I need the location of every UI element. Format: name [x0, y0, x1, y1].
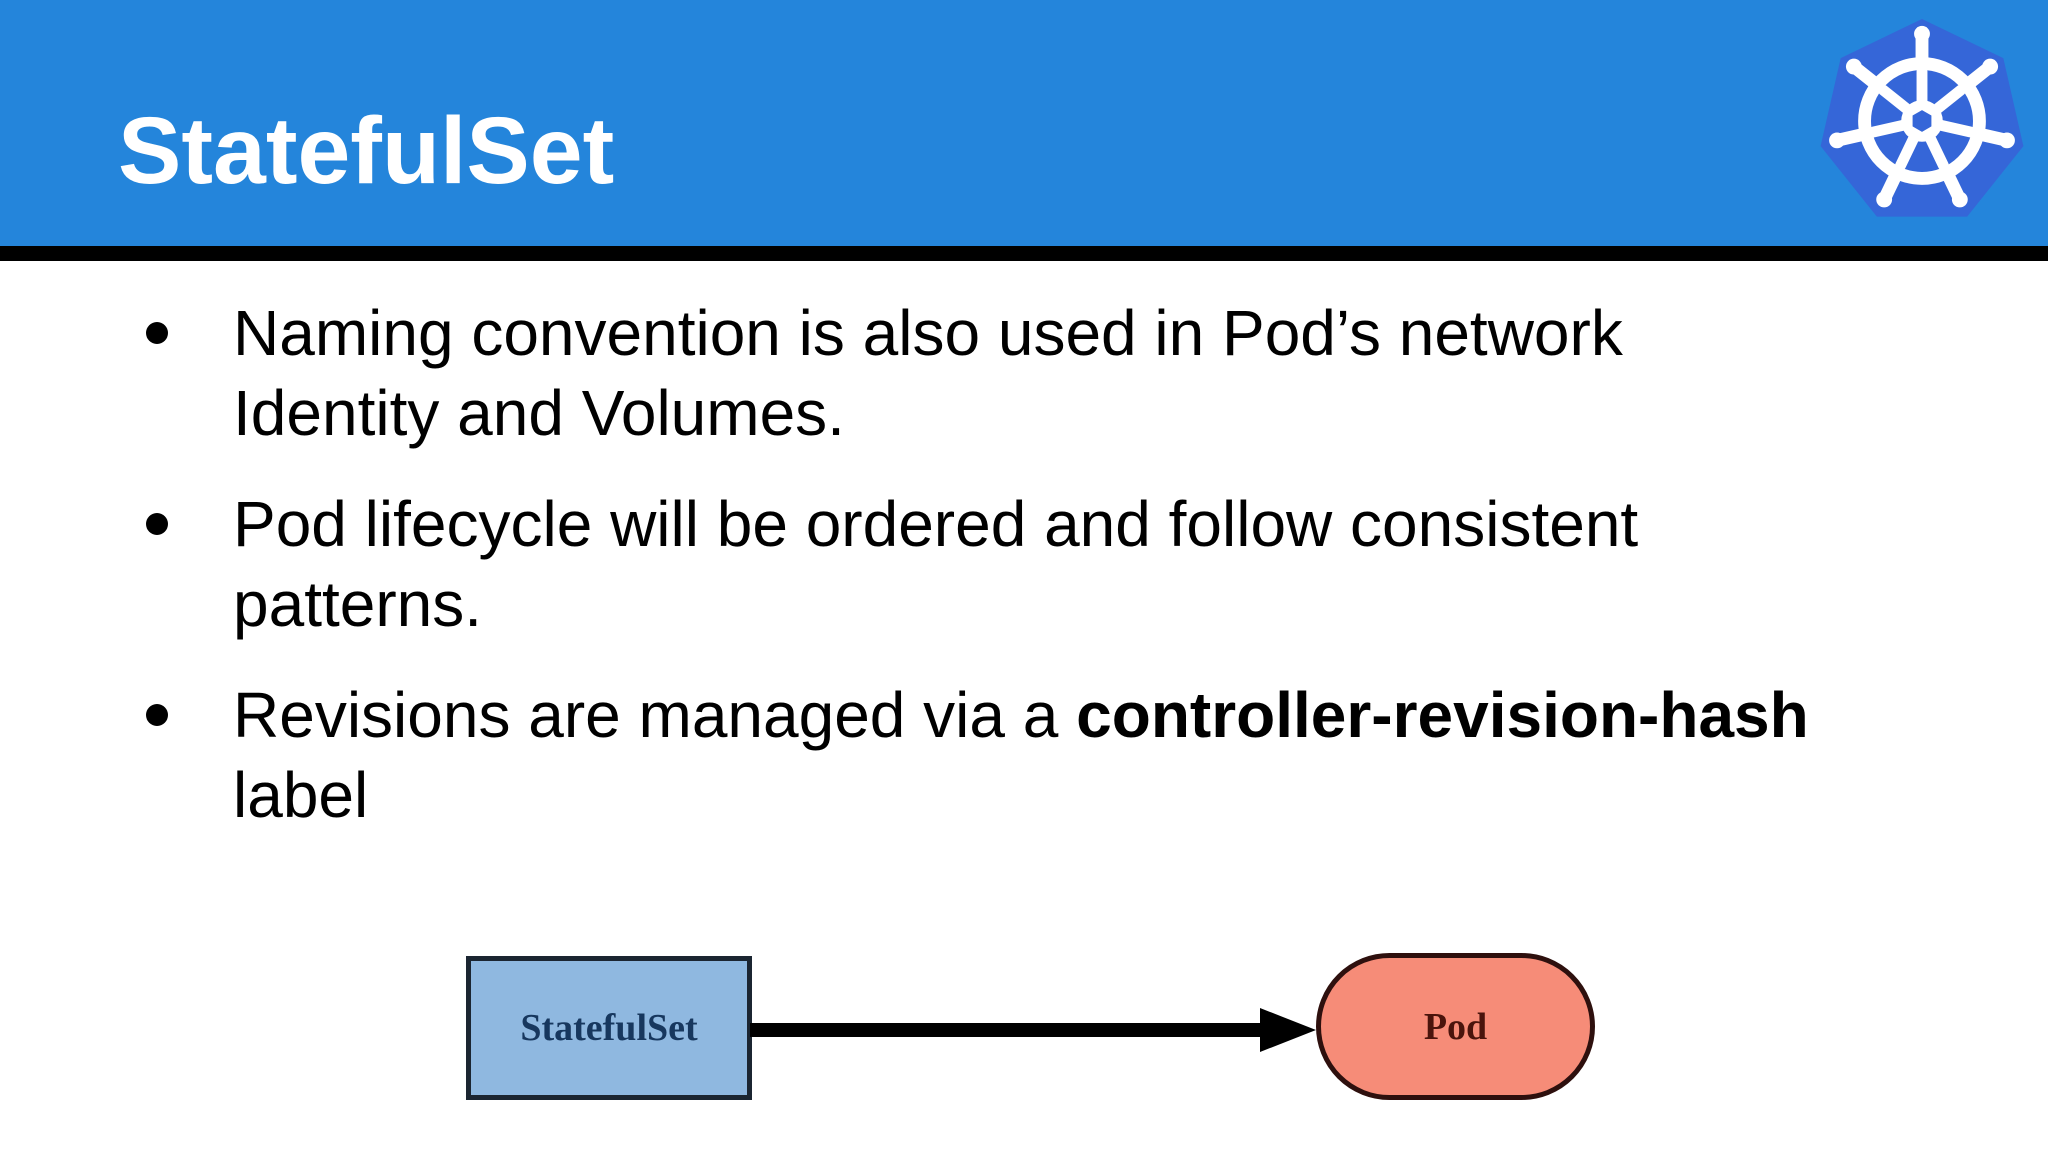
bullet-list: Naming convention is also used in Pod’s … [146, 293, 1946, 835]
pod-node: Pod [1316, 953, 1595, 1100]
bullet-dot-icon [146, 322, 168, 344]
bullet-line: label [233, 759, 369, 831]
statefulset-node-label: StatefulSet [520, 1007, 698, 1049]
bullet-line: patterns. [233, 568, 483, 640]
bullet-item-revisions: Revisions are managed via a controller-r… [146, 675, 1946, 835]
arrow-head-icon [1260, 1008, 1316, 1052]
page-title: StatefulSet [118, 98, 615, 204]
pod-node-label: Pod [1423, 1005, 1488, 1048]
bullet-bold-term: controller-revision-hash [1076, 679, 1809, 751]
helm-wheel-icon [1829, 25, 2015, 208]
slide-header: StatefulSet [0, 0, 2048, 246]
bullet-text: Naming convention is also used in Pod’s … [233, 293, 1623, 453]
bullet-text: Revisions are managed via a controller-r… [233, 675, 1809, 835]
arrow-line [750, 1023, 1262, 1037]
kubernetes-logo-icon [1820, 18, 2024, 217]
statefulset-node: StatefulSet [466, 956, 752, 1100]
bullet-line: Pod lifecycle will be ordered and follow… [233, 488, 1639, 560]
bullet-dot-icon [146, 704, 168, 726]
bullet-line: Revisions are managed via a [233, 679, 1077, 751]
bullet-item-lifecycle: Pod lifecycle will be ordered and follow… [146, 484, 1946, 644]
bullet-item-naming: Naming convention is also used in Pod’s … [146, 293, 1946, 453]
bullet-line: Naming convention is also used in Pod’s … [233, 297, 1623, 369]
bullet-dot-icon [146, 513, 168, 535]
header-divider [0, 246, 2048, 261]
bullet-text: Pod lifecycle will be ordered and follow… [233, 484, 1638, 644]
bullet-line: Identity and Volumes. [233, 377, 845, 449]
